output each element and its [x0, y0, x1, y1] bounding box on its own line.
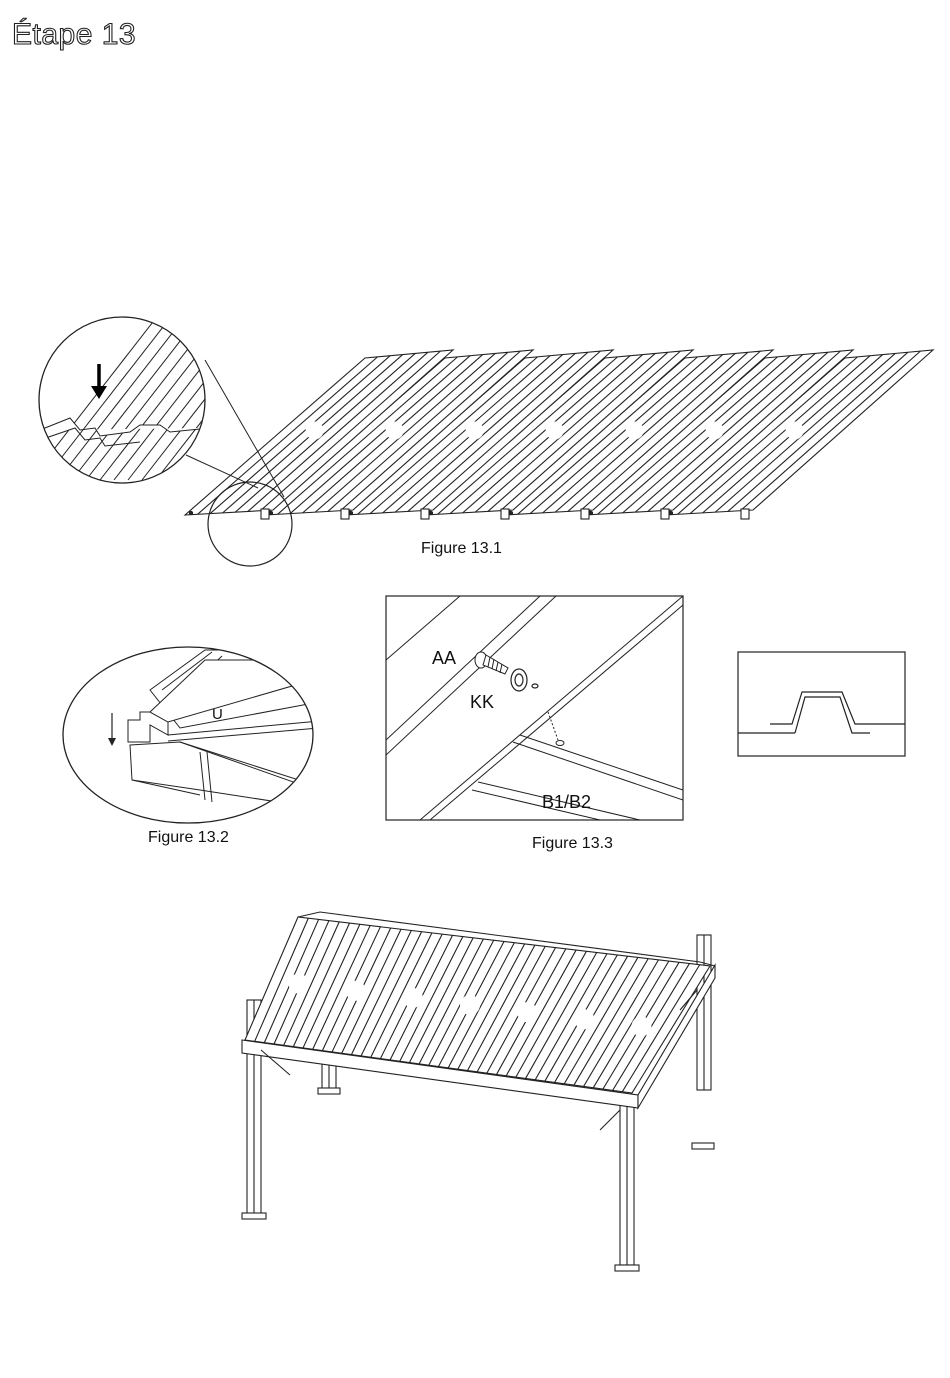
- figure-13-3-caption: Figure 13.3: [532, 835, 613, 853]
- panel-profile-box: [738, 652, 905, 756]
- figure-13-1-caption: Figure 13.1: [421, 540, 502, 558]
- figure-13-2-caption: Figure 13.2: [148, 829, 229, 847]
- gazebo-assembled-diagram: [242, 912, 715, 1271]
- washer-label: KK: [470, 692, 494, 713]
- roof-panels-diagram: [185, 350, 933, 519]
- beam-label: B1/B2: [542, 792, 591, 813]
- screw-label: AA: [432, 648, 456, 669]
- down-arrow-icon: [108, 713, 116, 746]
- u-channel-label: U: [212, 706, 223, 723]
- u-channel-detail: [63, 647, 330, 823]
- bold-down-arrow-icon: [91, 364, 107, 399]
- screw-detail-box: [386, 596, 683, 820]
